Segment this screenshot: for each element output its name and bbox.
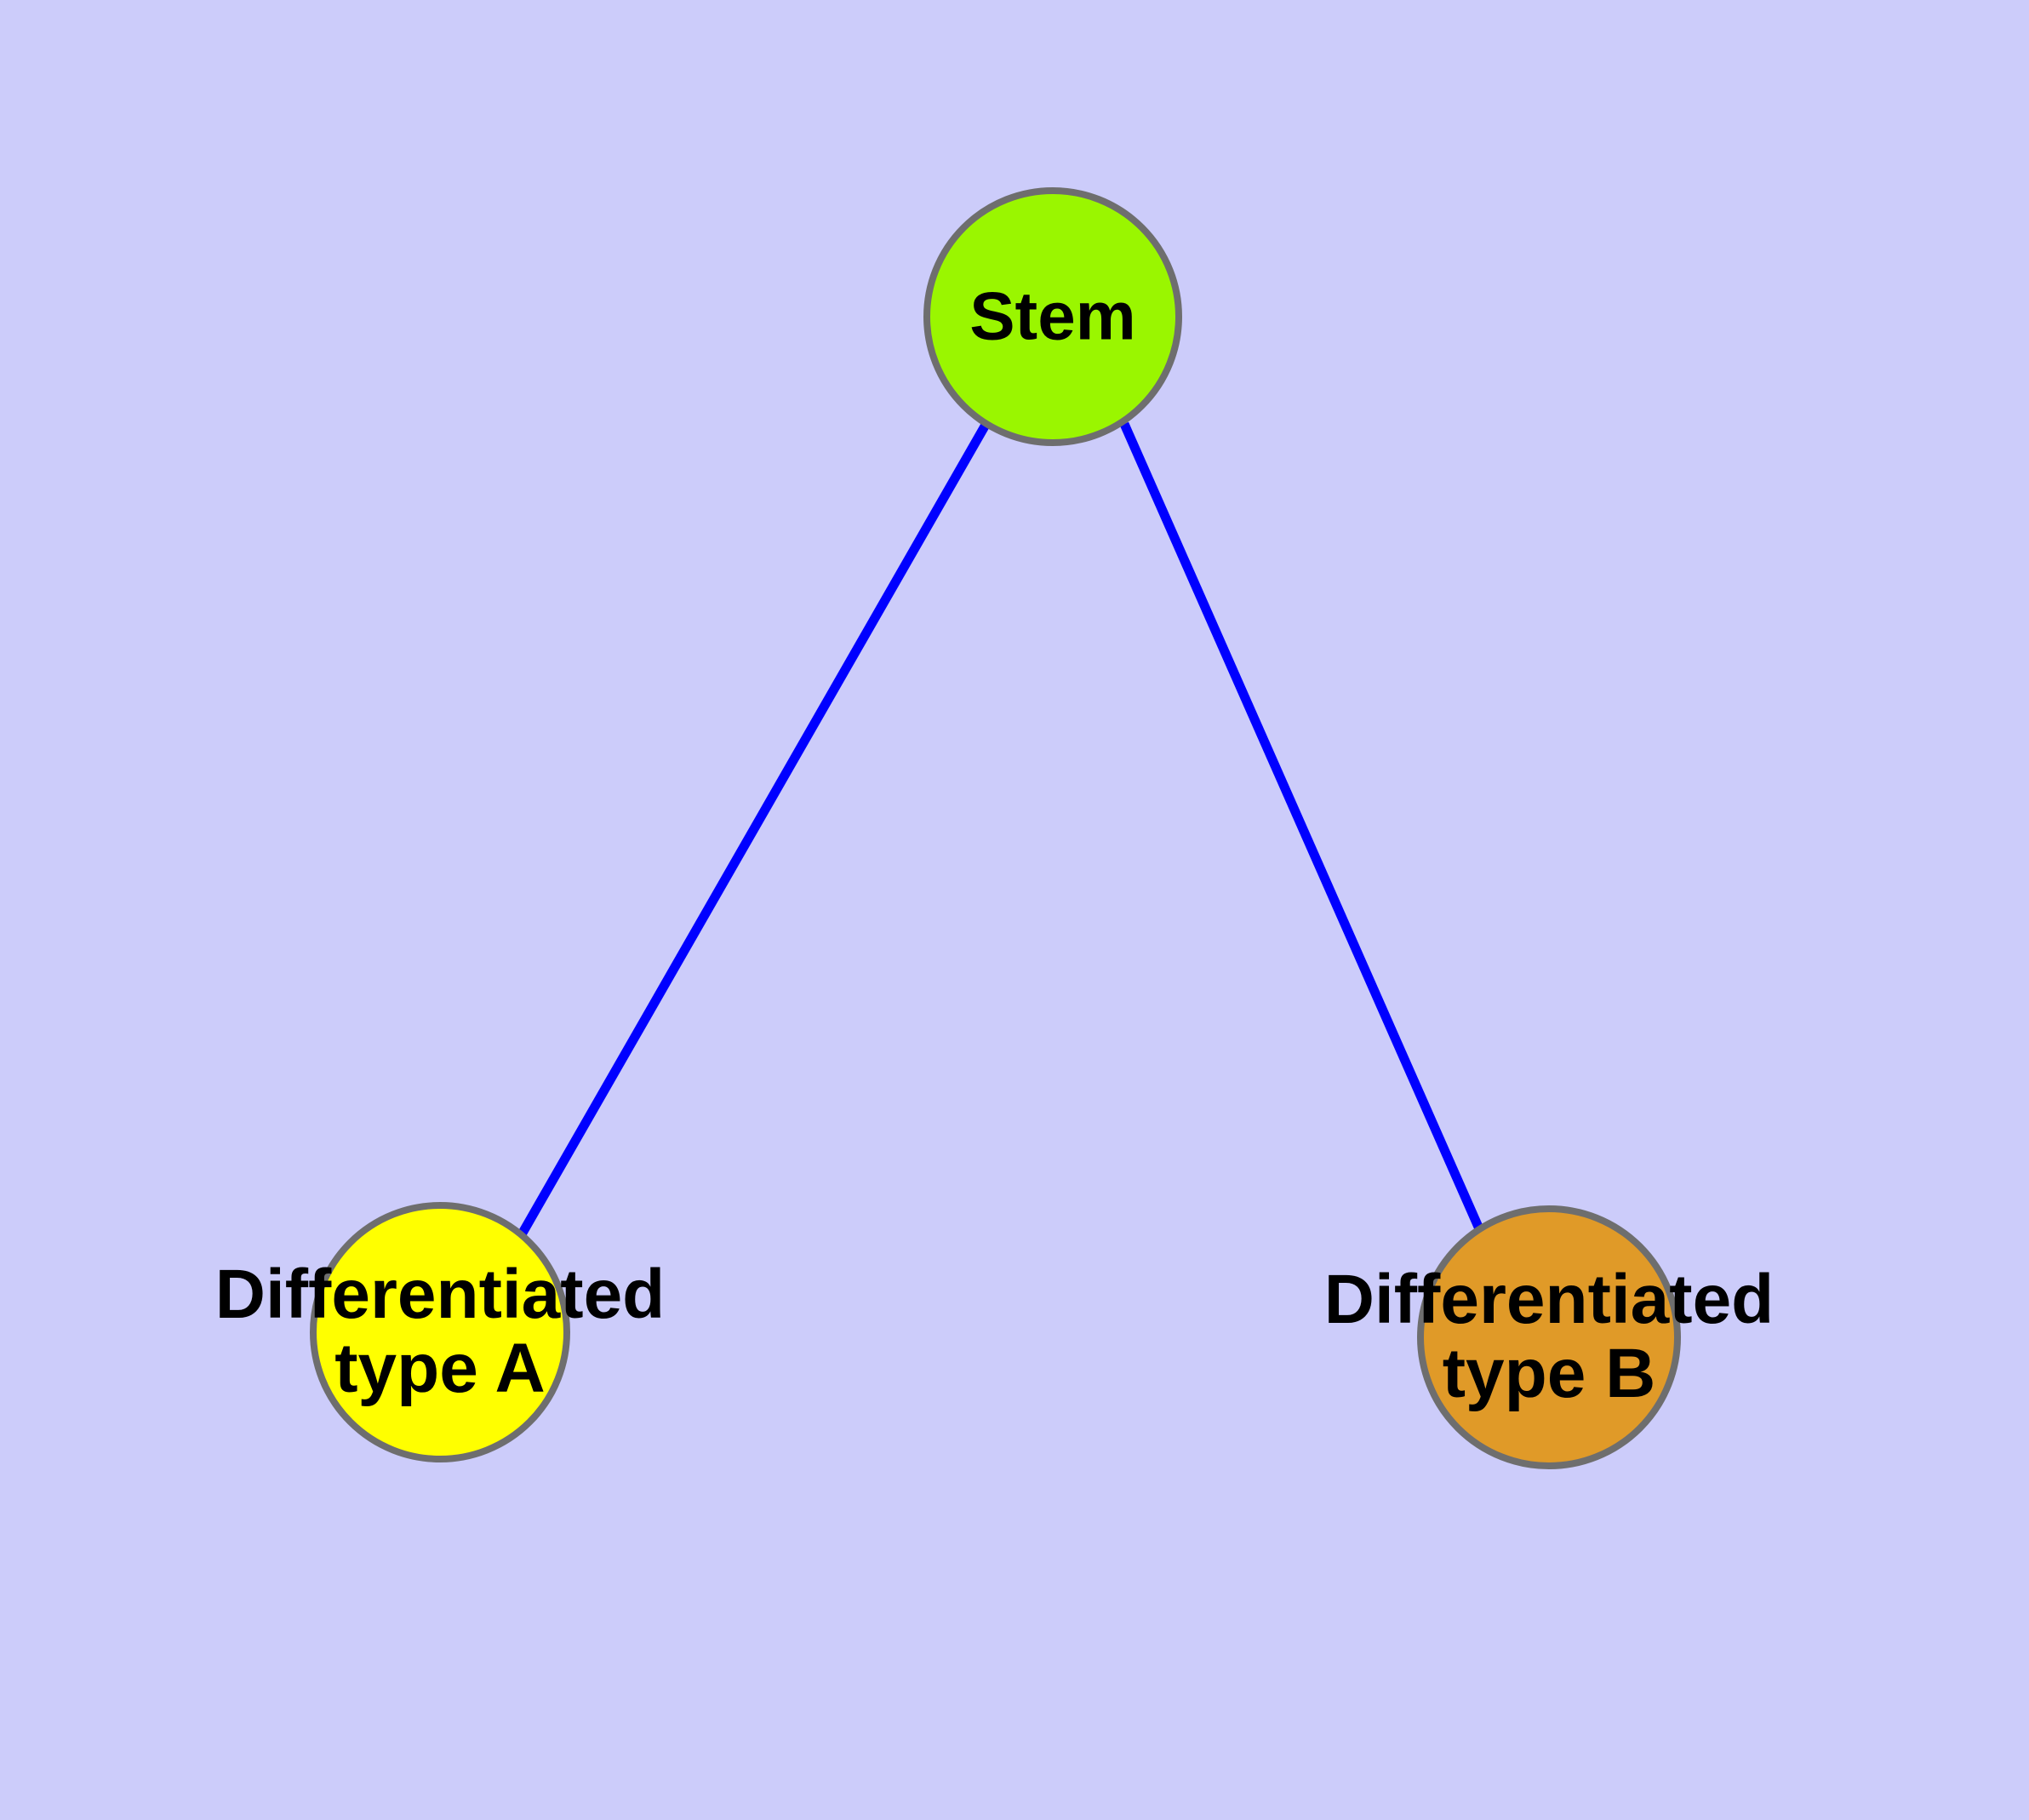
node-circle-diff-b[interactable] <box>1417 1205 1681 1469</box>
node-circle-diff-a[interactable] <box>310 1202 570 1462</box>
node-circle-stem[interactable] <box>923 187 1182 446</box>
edge-layer <box>517 421 1486 1237</box>
node-layer <box>310 187 1681 1469</box>
edge-stem-to-diff-a <box>517 422 990 1237</box>
edge-stem-to-diff-b <box>1119 421 1486 1235</box>
